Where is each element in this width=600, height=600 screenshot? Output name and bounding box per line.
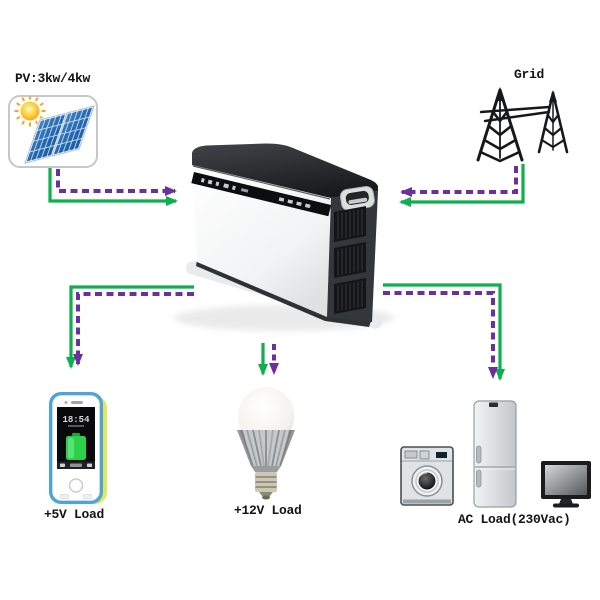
tv-screen [545,465,587,495]
tv-icon [541,461,591,508]
inverter-to-phone-dashed-arrow [73,292,194,366]
grid-to-inverter-dashed-arrow [400,166,518,197]
pv-label: PV:3kw/4kw [15,71,91,86]
grid-to-inverter-solid-arrow [399,164,525,207]
tv-stand [559,499,573,504]
washer-drawer [404,450,418,459]
bulb-neck [251,466,281,472]
ac-load-label: AC Load(230Vac) [458,512,571,527]
washer-display [436,452,447,458]
pv-to-inverter-dashed-arrow [56,169,177,196]
phone-home-button [68,478,84,493]
smartphone-icon: 18:54 [49,392,107,504]
washer-door [411,465,443,497]
phone-battery-icon [66,433,86,460]
refrigerator-icon [473,400,517,508]
power-flow-arrows [48,164,525,381]
bulb-screw-base [255,472,277,500]
inverter-top-cover [192,143,378,198]
dc12v-load-label: +12V Load [234,503,302,518]
phone-clock: 18:54 [62,415,90,425]
inverter-to-phone-solid-arrow [66,285,194,369]
tv-base [553,503,579,508]
inverter-to-ac-dashed-arrow [383,291,498,379]
bulb-heatsink [237,429,295,467]
pv-to-inverter-solid-arrow [48,167,178,206]
fridge-logo [489,402,498,407]
dc5v-load-label: +5V Load [44,507,105,522]
inverter-to-ac-solid-arrow [383,283,505,381]
inverter-base-edge [196,260,371,327]
phone-camera [64,401,68,404]
inverter-display-strip [191,172,332,217]
grid-label: Grid [514,67,545,82]
transmission-towers-icon [476,87,569,163]
phone-speaker [71,401,83,404]
washing-machine-icon [400,446,454,506]
washer-base [403,499,451,504]
inverter-battery-unit [174,143,394,331]
fridge-handle-lower [476,469,482,488]
solar-panel-icon [8,95,98,168]
fridge-handle-upper [476,445,482,464]
inverter-handle [339,185,375,211]
washer-knob [419,450,430,460]
sun-icon [14,96,46,127]
led-bulb-icon [237,387,295,500]
inverter-vent-grille [333,205,367,315]
